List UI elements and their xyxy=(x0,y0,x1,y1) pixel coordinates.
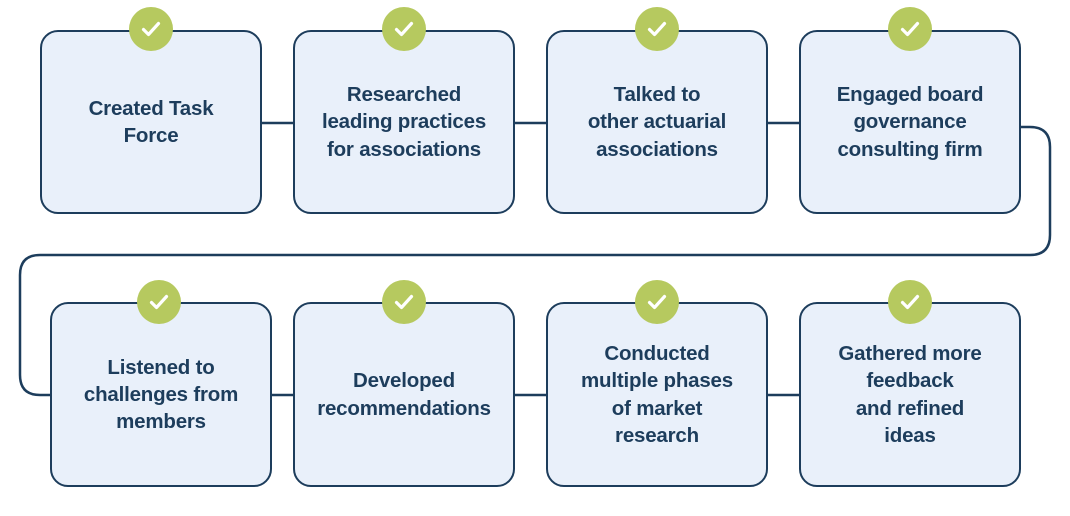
completed-badge-2 xyxy=(382,7,426,51)
process-node-8-label: Gathered more feedback and refined ideas xyxy=(838,342,982,447)
completed-badge-8 xyxy=(888,280,932,324)
check-icon xyxy=(149,294,169,310)
process-node-6[interactable]: Developed recommendations xyxy=(293,302,515,487)
process-node-8[interactable]: Gathered more feedback and refined ideas xyxy=(799,302,1021,487)
completed-badge-3 xyxy=(635,7,679,51)
check-icon xyxy=(647,294,667,310)
check-icon xyxy=(900,294,920,310)
process-node-2-label: Researched leading practices for associa… xyxy=(321,83,487,161)
process-node-5[interactable]: Listened to challenges from members xyxy=(50,302,272,487)
process-node-1[interactable]: Created Task Force xyxy=(40,30,262,214)
process-node-5-label: Listened to challenges from members xyxy=(83,355,239,434)
completed-badge-6 xyxy=(382,280,426,324)
completed-badge-4 xyxy=(888,7,932,51)
check-icon xyxy=(394,294,414,310)
process-node-4-label: Engaged board governance consulting firm xyxy=(836,83,984,161)
process-node-7-label: Conducted multiple phases of market rese… xyxy=(581,342,733,447)
completed-badge-1 xyxy=(129,7,173,51)
process-node-2[interactable]: Researched leading practices for associa… xyxy=(293,30,515,214)
check-icon xyxy=(394,21,414,37)
check-icon xyxy=(141,21,161,37)
process-node-3[interactable]: Talked to other actuarial associations xyxy=(546,30,768,214)
process-node-1-label: Created Task Force xyxy=(88,96,214,147)
completed-badge-7 xyxy=(635,280,679,324)
process-node-7[interactable]: Conducted multiple phases of market rese… xyxy=(546,302,768,487)
check-icon xyxy=(900,21,920,37)
check-icon xyxy=(647,21,667,37)
process-node-6-label: Developed recommendations xyxy=(317,369,491,420)
process-node-4[interactable]: Engaged board governance consulting firm xyxy=(799,30,1021,214)
process-node-3-label: Talked to other actuarial associations xyxy=(587,83,727,161)
completed-badge-5 xyxy=(137,280,181,324)
